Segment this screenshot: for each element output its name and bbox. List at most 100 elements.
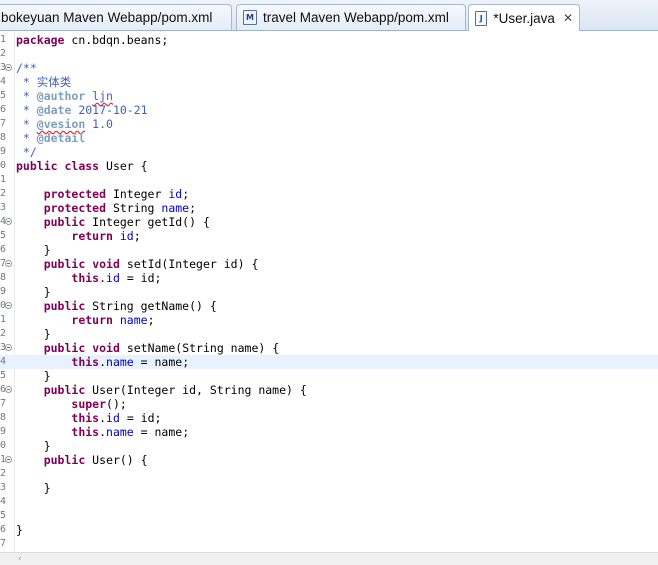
line-number: 32 (0, 468, 6, 479)
code-text: public class User { (16, 159, 148, 173)
code-line[interactable]: 2 (0, 47, 658, 61)
tab-bokeyuan-pom[interactable]: bokeyuan Maven Webapp/pom.xml (0, 4, 232, 30)
code-line[interactable]: 11 (0, 173, 658, 187)
fold-toggle-icon[interactable] (5, 64, 12, 71)
fold-toggle-icon[interactable] (5, 344, 12, 351)
code-text: * @detail (16, 131, 85, 145)
code-line[interactable]: 8 * @detail (0, 131, 658, 145)
code-token: @author (36, 89, 86, 103)
code-token: ; (133, 229, 141, 243)
close-icon[interactable]: ✕ (562, 11, 573, 25)
line-number: 8 (0, 132, 6, 143)
code-text: return name; (16, 313, 154, 327)
code-line[interactable]: 30 } (0, 439, 658, 453)
line-number: 24 (0, 356, 6, 367)
code-line[interactable]: 35 (0, 509, 658, 523)
code-token (16, 313, 71, 327)
code-token: 1.0 (85, 117, 113, 131)
code-line[interactable]: 24 this.name = name; (0, 355, 658, 369)
code-token: package (16, 33, 65, 47)
code-token: id (119, 229, 134, 243)
line-number: 15 (0, 230, 6, 241)
fold-toggle-icon[interactable] (5, 218, 12, 225)
code-line[interactable]: 28 this.id = id; (0, 411, 658, 425)
fold-toggle-icon[interactable] (5, 260, 12, 267)
code-line[interactable]: 34 (0, 495, 658, 509)
code-token: setId(Integer id) { (119, 257, 259, 271)
code-token: String getName() { (85, 299, 217, 313)
code-text: this.id = id; (16, 271, 161, 285)
code-text: public Integer getId() { (16, 215, 210, 229)
code-line[interactable]: 15 return id; (0, 229, 658, 243)
code-line[interactable]: 16 } (0, 243, 658, 257)
code-line[interactable]: 29 this.name = name; (0, 425, 658, 439)
line-number: 36 (0, 524, 6, 535)
fold-toggle-icon[interactable] (5, 386, 12, 393)
code-line[interactable]: 21 return name; (0, 313, 658, 327)
code-line[interactable]: 19 } (0, 285, 658, 299)
code-line[interactable]: 5 * @author ljn (0, 89, 658, 103)
code-token: public (16, 159, 58, 173)
code-token: Integer (106, 187, 169, 201)
code-line[interactable]: 22 } (0, 327, 658, 341)
code-line[interactable]: 37 (0, 537, 658, 551)
code-text: this.name = name; (16, 425, 189, 439)
code-token: . (99, 271, 107, 285)
code-token (16, 299, 44, 313)
code-token: void (92, 341, 120, 355)
code-token: public (43, 383, 86, 397)
code-text: * 实体类 (16, 75, 71, 89)
line-number: 18 (0, 272, 6, 283)
code-token: name (106, 355, 134, 369)
code-line[interactable]: 36} (0, 523, 658, 537)
code-line[interactable]: 33 } (0, 481, 658, 495)
code-token: (); (106, 397, 127, 411)
code-line[interactable]: 10public class User { (0, 159, 658, 173)
code-line[interactable]: 3/** (0, 61, 658, 75)
line-number: 29 (0, 426, 6, 437)
code-line[interactable]: 12 protected Integer id; (0, 187, 658, 201)
code-line[interactable]: 7 * @vesion 1.0 (0, 117, 658, 131)
tab-travel-pom[interactable]: M travel Maven Webapp/pom.xml (236, 4, 466, 30)
code-line[interactable]: 14 public Integer getId() { (0, 215, 658, 229)
code-line[interactable]: 13 protected String name; (0, 201, 658, 215)
code-token: id (168, 187, 183, 201)
code-line[interactable]: 20 public String getName() { (0, 299, 658, 313)
code-token: * (16, 117, 37, 131)
code-line[interactable]: 27 super(); (0, 397, 658, 411)
horizontal-scrollbar[interactable]: ‹ (0, 552, 658, 565)
code-token: public (43, 299, 86, 313)
line-number: 11 (0, 174, 6, 185)
scroll-left-icon[interactable]: ‹ (18, 554, 22, 564)
line-number: 20 (0, 300, 6, 311)
code-token: = name; (133, 425, 190, 439)
code-text: public User() { (16, 453, 148, 467)
code-token: public (43, 257, 86, 271)
code-text: } (16, 481, 51, 495)
fold-toggle-icon[interactable] (5, 456, 12, 463)
line-number: 33 (0, 482, 6, 493)
code-line[interactable]: 9 */ (0, 145, 658, 159)
code-token: public (43, 215, 86, 229)
line-number: 21 (0, 314, 6, 325)
code-line[interactable]: 26 public User(Integer id, String name) … (0, 383, 658, 397)
line-number: 4 (0, 76, 6, 87)
tab-user-java[interactable]: J *User.java ✕ (468, 4, 580, 31)
code-line[interactable]: 23 public void setName(String name) { (0, 341, 658, 355)
line-number: 6 (0, 104, 6, 115)
code-line[interactable]: 6 * @date 2017-10-21 (0, 103, 658, 117)
code-line[interactable]: 18 this.id = id; (0, 271, 658, 285)
code-token: void (92, 257, 120, 271)
code-text: super(); (16, 397, 127, 411)
code-line[interactable]: 32 (0, 467, 658, 481)
code-token: name (106, 425, 134, 439)
code-line[interactable]: 25 } (0, 369, 658, 383)
fold-toggle-icon[interactable] (5, 302, 12, 309)
code-line[interactable]: 17 public void setId(Integer id) { (0, 257, 658, 271)
code-token: this (71, 271, 100, 285)
code-token: protected (43, 201, 107, 215)
code-line[interactable]: 31 public User() { (0, 453, 658, 467)
code-line[interactable]: 4 * 实体类 (0, 75, 658, 89)
